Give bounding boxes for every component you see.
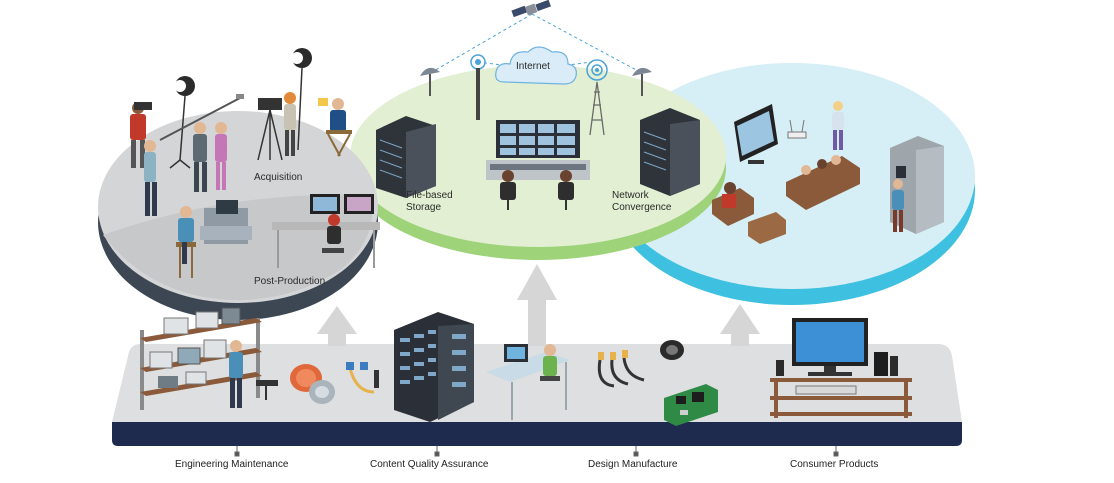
label-internet: Internet (516, 61, 550, 72)
wireless-tower-left-icon (470, 54, 486, 120)
cable-spools (290, 364, 335, 404)
label-engineering-maintenance: Engineering Maintenance (175, 459, 289, 470)
up-arrow-quality (517, 264, 557, 346)
engineer-figure (229, 340, 278, 408)
armchair-viewer (712, 182, 786, 244)
editing-workstation (272, 194, 380, 268)
audio-console-desk (176, 200, 252, 278)
crew-people-figures (144, 122, 227, 216)
circuit-board-icon (664, 384, 718, 426)
camera-operator-figure (130, 102, 152, 168)
boom-mic-icon (159, 94, 244, 141)
satellite-icon (511, 0, 551, 18)
label-design-manufacture: Design Manufacture (588, 459, 678, 470)
internet-cloud-icon (495, 46, 577, 85)
refrigerator-smart-appliance (890, 136, 944, 234)
label-file-storage-line2: Storage (406, 202, 442, 213)
test-server-rack (394, 312, 474, 422)
storage-server-rack-left (376, 116, 436, 198)
up-arrow-engineering (317, 306, 357, 346)
label-consumer-products: Consumer Products (790, 459, 879, 470)
satellite-dish-right-icon (632, 67, 652, 96)
studio-light-left-icon (169, 76, 195, 169)
consumer-electronics-shelf (770, 318, 912, 418)
control-room-video-wall (486, 120, 590, 210)
bottom-connectors (234, 446, 839, 457)
cell-tower-right-icon (586, 59, 608, 136)
storage-server-rack-right (640, 108, 700, 196)
label-acquisition: Acquisition (254, 172, 303, 183)
wifi-router-icon (787, 119, 807, 139)
studio-light-right-icon (291, 48, 312, 151)
label-post-production: Post-Production (254, 276, 326, 287)
label-file-storage-line1: File-based (406, 190, 453, 201)
fiber-connectors-icon (346, 362, 379, 394)
label-content-quality-assurance: Content Quality Assurance (370, 459, 489, 470)
directors-chair-figure (318, 98, 352, 157)
cable-assemblies-icon (597, 340, 684, 388)
satellite-dish-left-icon (420, 67, 440, 96)
walking-woman-phone (832, 101, 844, 150)
design-desk-workstation (486, 344, 570, 420)
label-network-line2: Convergence (612, 202, 672, 213)
up-arrow-consumer (720, 304, 760, 346)
couch-with-viewers (786, 155, 860, 210)
living-room-tv (734, 104, 778, 164)
label-network-line1: Network (612, 190, 649, 201)
tripod-camera-icon (257, 92, 296, 161)
